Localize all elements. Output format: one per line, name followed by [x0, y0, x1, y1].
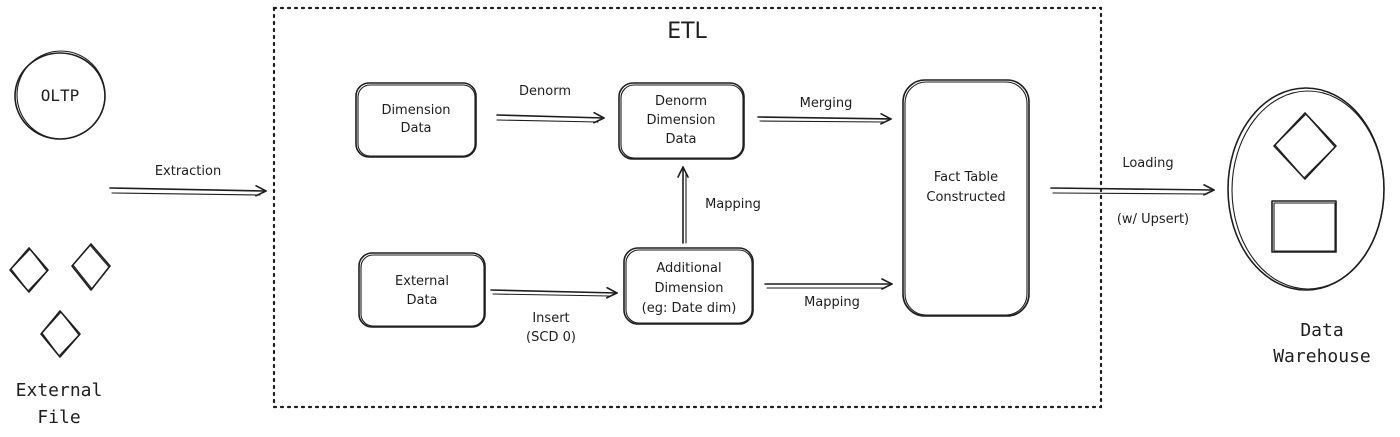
dimension-data-label-1: Dimension	[381, 103, 450, 118]
fact-table-node: Fact Table Constructed	[902, 79, 1030, 317]
file-diamond-icon	[71, 243, 111, 291]
fact-table-label-2: Constructed	[926, 190, 1005, 205]
additional-dimension-node: Additional Dimension (eg: Date dim)	[623, 247, 754, 325]
mapping-up-arrow: Mapping	[677, 166, 761, 244]
dimension-data-label-2: Data	[400, 121, 431, 136]
external-file-source: External File	[9, 243, 111, 428]
fact-table-label-1: Fact Table	[934, 170, 998, 185]
file-diamond-icon	[9, 247, 49, 293]
warehouse-table-icon	[1271, 200, 1337, 253]
dimension-data-node: Dimension Data	[355, 82, 477, 158]
insert-label-2: (SCD 0)	[526, 330, 576, 345]
loading-label: Loading	[1122, 156, 1173, 171]
external-data-label-1: External	[395, 274, 449, 289]
additional-dimension-label-2: Dimension	[654, 281, 723, 296]
etl-title: ETL	[667, 19, 707, 44]
mapping-right-label: Mapping	[804, 295, 860, 310]
merging-label: Merging	[800, 96, 853, 111]
merging-arrow: Merging	[757, 96, 892, 125]
external-file-label-2: File	[37, 407, 80, 428]
denorm-label: Denorm	[519, 84, 571, 99]
etl-container	[272, 6, 1103, 409]
insert-arrow: Insert (SCD 0)	[490, 286, 618, 345]
additional-dimension-label-3: (eg: Date dim)	[642, 301, 737, 316]
extraction-arrow: Extraction	[109, 164, 267, 197]
denorm-arrow: Denorm	[496, 84, 605, 124]
external-data-node: External Data	[358, 252, 486, 328]
denorm-dimension-label-2: Dimension	[646, 113, 715, 128]
denorm-dimension-label-3: Data	[665, 132, 696, 147]
additional-dimension-label-1: Additional	[656, 261, 721, 276]
extraction-label: Extraction	[155, 164, 221, 179]
denorm-dimension-data-node: Denorm Dimension Data	[618, 82, 745, 160]
oltp-label: OLTP	[41, 86, 80, 105]
warehouse-label-1: Data	[1300, 320, 1343, 341]
oltp-source: OLTP	[14, 50, 106, 140]
file-diamond-icon	[40, 310, 81, 358]
denorm-dimension-label-1: Denorm	[655, 94, 707, 109]
external-file-label-1: External	[16, 380, 103, 401]
upsert-label: (w/ Upsert)	[1117, 212, 1189, 227]
data-warehouse: Data Warehouse	[1227, 87, 1385, 367]
loading-arrow: Loading (w/ Upsert)	[1050, 156, 1215, 227]
warehouse-label-2: Warehouse	[1273, 346, 1371, 367]
insert-label-1: Insert	[532, 311, 569, 326]
mapping-right-arrow: Mapping	[764, 278, 893, 310]
warehouse-diamond-icon	[1273, 112, 1337, 180]
external-data-label-2: Data	[406, 293, 437, 308]
mapping-up-label: Mapping	[705, 197, 761, 212]
